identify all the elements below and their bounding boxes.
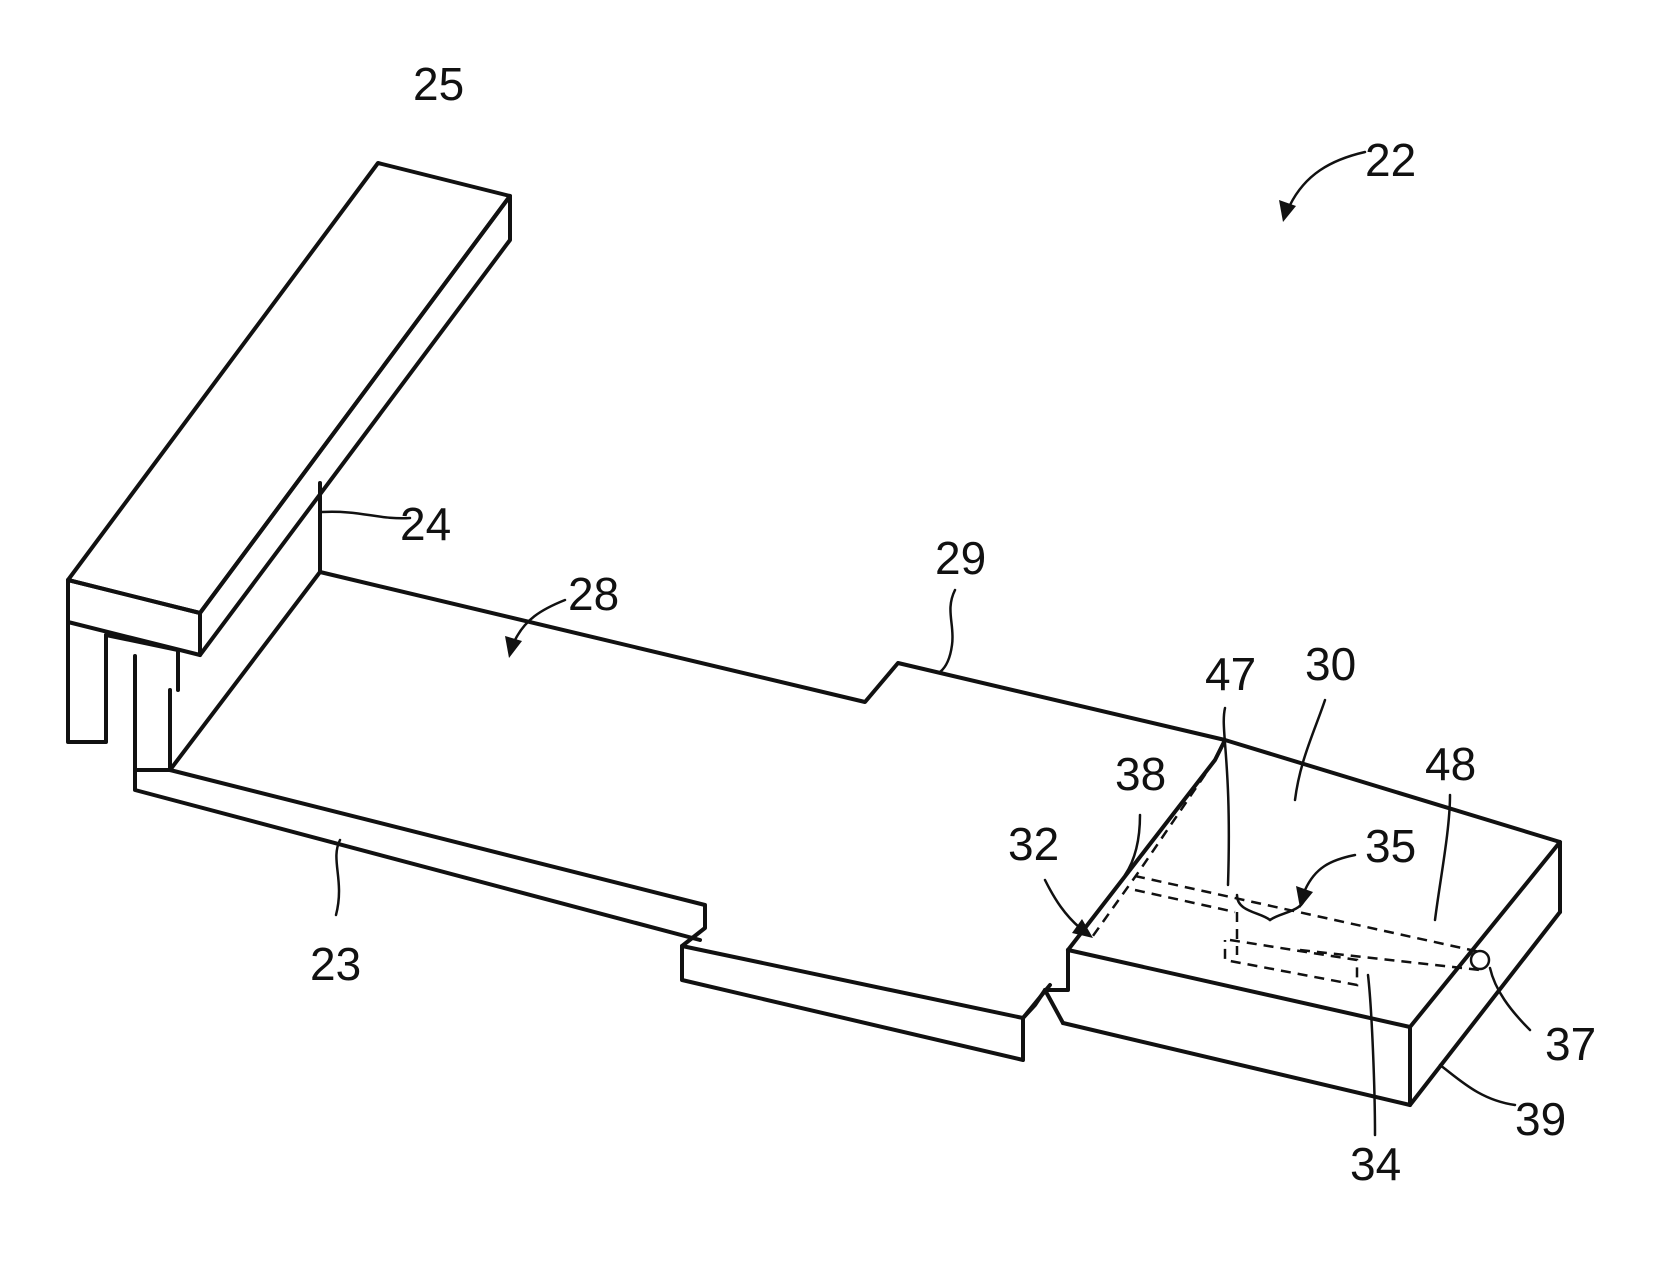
top-arm-25 [68,163,510,655]
label-38: 38 [1115,748,1166,800]
label-28: 28 [568,568,619,620]
label-34: 34 [1350,1138,1401,1190]
port-37 [1471,951,1489,969]
label-47: 47 [1205,648,1256,700]
label-22: 22 [1365,134,1416,186]
label-24: 24 [400,498,451,550]
label-35: 35 [1365,820,1416,872]
label-48: 48 [1425,738,1476,790]
label-30: 30 [1305,638,1356,690]
reference-labels: 25 22 24 28 29 47 30 38 48 32 35 23 37 3… [310,58,1596,1190]
label-23: 23 [310,938,361,990]
label-39: 39 [1515,1093,1566,1145]
label-29: 29 [935,532,986,584]
label-37: 37 [1545,1018,1596,1070]
label-32: 32 [1008,818,1059,870]
label-25: 25 [413,58,464,110]
